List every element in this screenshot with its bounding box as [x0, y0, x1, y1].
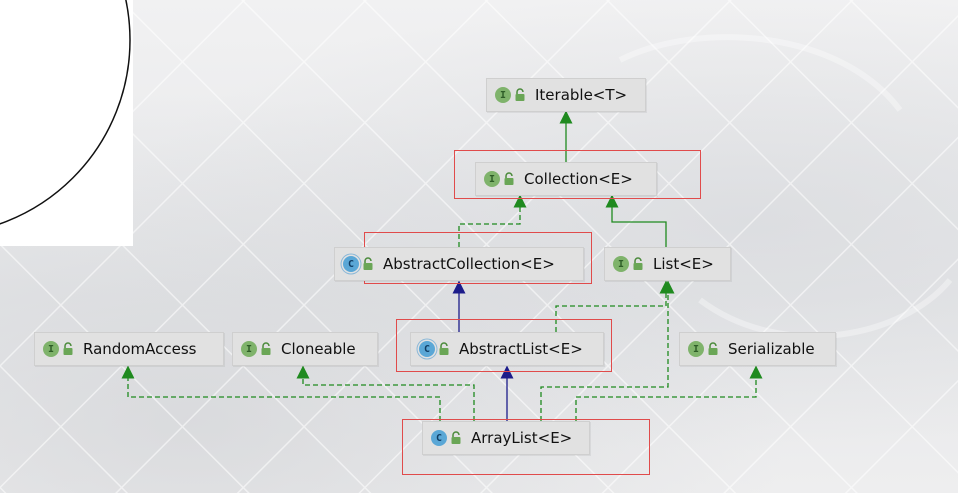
- public-lock-icon: [504, 172, 514, 185]
- node-label: Serializable: [728, 340, 815, 358]
- interface-icon: I: [495, 87, 511, 103]
- node-array-list[interactable]: C ArrayList<E>: [422, 421, 590, 455]
- public-lock-icon: [63, 342, 73, 355]
- node-label: AbstractList<E>: [459, 340, 583, 358]
- edge-arraylist-randomaccess: [121, 365, 441, 421]
- interface-icon: I: [688, 341, 704, 357]
- node-label: List<E>: [653, 255, 714, 273]
- node-label: Collection<E>: [524, 170, 633, 188]
- node-collection[interactable]: I Collection<E>: [475, 162, 657, 196]
- edge-arraylist-cloneable: [296, 365, 475, 421]
- node-cloneable[interactable]: I Cloneable: [232, 332, 378, 366]
- interface-icon: I: [484, 171, 500, 187]
- public-lock-icon: [708, 342, 718, 355]
- node-abstract-collection[interactable]: C AbstractCollection<E>: [334, 247, 584, 281]
- circle-outline: [0, 0, 131, 225]
- public-lock-icon: [515, 88, 525, 101]
- public-lock-icon: [439, 342, 449, 355]
- node-label: Cloneable: [281, 340, 356, 358]
- class-icon: C: [431, 430, 447, 446]
- edge-list-collection: [605, 194, 667, 247]
- abstract-class-icon: C: [419, 341, 435, 357]
- edge-arraylist-list: [540, 280, 675, 421]
- node-abstract-list[interactable]: C AbstractList<E>: [410, 332, 604, 366]
- interface-icon: I: [241, 341, 257, 357]
- node-list[interactable]: I List<E>: [604, 247, 731, 281]
- white-panel: [0, 0, 133, 246]
- edge-arraylist-serializable: [575, 365, 763, 421]
- node-label: Iterable<T>: [535, 86, 628, 104]
- highlight-array-list: [402, 419, 650, 475]
- highlight-abstract-list: [396, 319, 612, 372]
- abstract-class-icon: C: [343, 256, 359, 272]
- public-lock-icon: [451, 431, 461, 444]
- public-lock-icon: [633, 257, 643, 270]
- node-label: RandomAccess: [83, 340, 197, 358]
- edge-abstractcollection-collection: [458, 194, 527, 247]
- node-random-access[interactable]: I RandomAccess: [34, 332, 224, 366]
- node-iterable[interactable]: I Iterable<T>: [486, 78, 646, 112]
- node-label: AbstractCollection<E>: [383, 255, 555, 273]
- node-label: ArrayList<E>: [471, 429, 573, 447]
- highlight-collection: [454, 150, 701, 199]
- interface-icon: I: [613, 256, 629, 272]
- public-lock-icon: [363, 257, 373, 270]
- public-lock-icon: [261, 342, 271, 355]
- interface-icon: I: [43, 341, 59, 357]
- node-serializable[interactable]: I Serializable: [679, 332, 836, 366]
